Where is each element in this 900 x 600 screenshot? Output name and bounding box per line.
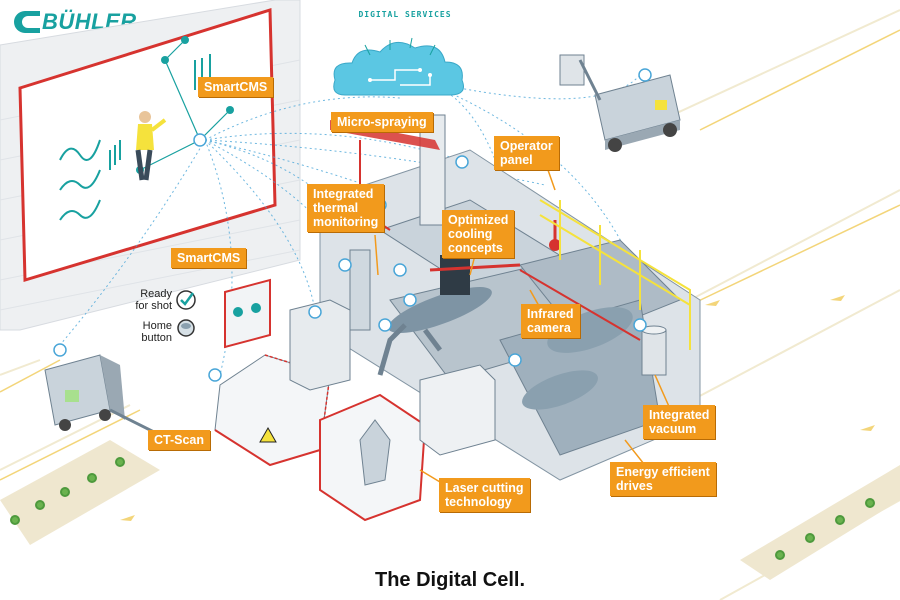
label-smartcms-top: SmartCMS xyxy=(198,77,274,97)
smartcms-control-box xyxy=(224,278,271,349)
legend-home-button: Home button xyxy=(141,320,172,344)
forklift-left xyxy=(44,354,171,442)
label-laser-cutting-technology: Laser cutting technology xyxy=(439,478,530,512)
label-integrated-vacuum: Integrated vacuum xyxy=(643,405,716,439)
forklift-top-right xyxy=(559,54,681,152)
electrical-cabinet xyxy=(289,299,496,456)
label-ct-scan: CT-Scan xyxy=(148,430,211,450)
cloud-title: DIGITAL SERVICES xyxy=(358,10,452,19)
plant-strip-left xyxy=(0,440,160,545)
label-smartcms-left: SmartCMS xyxy=(171,248,247,268)
buhler-logo-mark xyxy=(14,11,40,33)
floor-road-markings xyxy=(0,29,900,481)
home-button-icon xyxy=(177,319,195,337)
label-optimized-cooling-concepts: Optimized cooling concepts xyxy=(442,210,515,258)
cloud-icon xyxy=(333,37,464,96)
checkmark-icon xyxy=(176,290,196,310)
legend-ready-for-shot: Ready for shot xyxy=(135,288,172,312)
floor-markers xyxy=(120,295,875,521)
label-energy-efficient-drives: Energy efficient drives xyxy=(610,462,716,496)
label-infrared-camera: Infrared camera xyxy=(521,304,580,338)
label-micro-spraying: Micro-spraying xyxy=(331,112,433,132)
plant-strip-right xyxy=(740,465,900,580)
robot-arm xyxy=(377,323,442,376)
presenter-person xyxy=(135,111,167,181)
label-integrated-thermal-monitoring: Integrated thermal monitoring xyxy=(307,184,385,232)
vacuum-tank xyxy=(641,325,667,376)
laser-cutting-cell xyxy=(319,393,427,522)
label-operator-panel: Operator panel xyxy=(494,136,559,170)
page-title: The Digital Cell. xyxy=(374,569,526,591)
platform-railing xyxy=(539,199,691,350)
